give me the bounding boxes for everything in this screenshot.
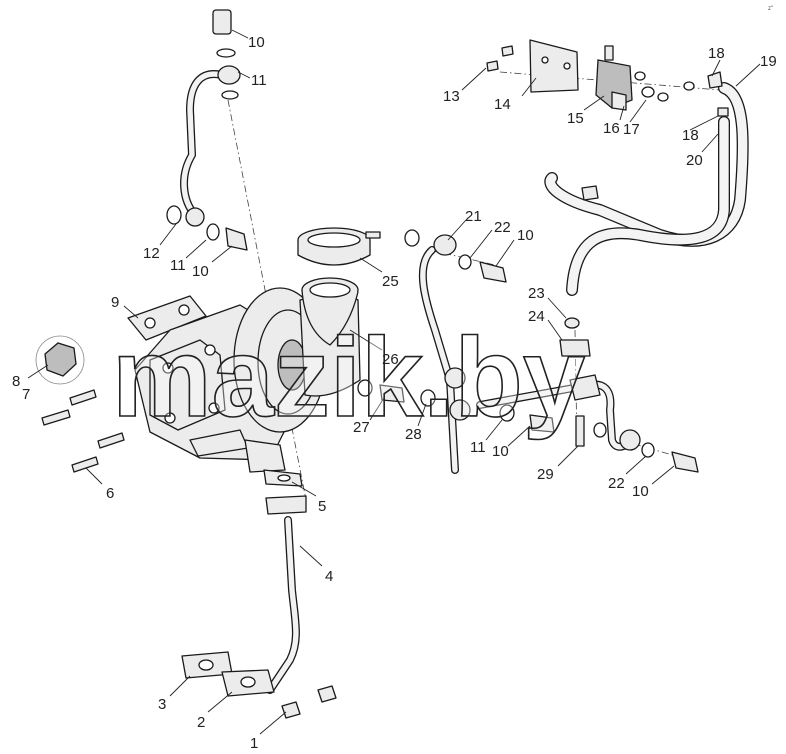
bolt-1b bbox=[317, 685, 337, 703]
callout-7: 7 bbox=[22, 386, 30, 403]
callout-11-left: 11 bbox=[170, 257, 186, 274]
callout-26: 26 bbox=[382, 351, 399, 368]
callout-11-top: 11 bbox=[251, 72, 267, 89]
flange-and-studs bbox=[35, 295, 207, 473]
callout-13: 13 bbox=[443, 88, 460, 105]
stud-pins bbox=[41, 389, 125, 473]
callout-19: 19 bbox=[760, 53, 777, 70]
bolt-1 bbox=[281, 701, 301, 719]
callout-25: 25 bbox=[382, 273, 399, 290]
callout-23: 23 bbox=[528, 285, 545, 302]
bolt-27 bbox=[379, 384, 405, 403]
wastegate-pipe bbox=[476, 317, 699, 473]
washer-22b bbox=[641, 442, 655, 458]
leader-lines bbox=[27, 29, 761, 735]
banjo-bolt-top bbox=[212, 9, 232, 35]
banjo-bolt-10c bbox=[479, 261, 507, 283]
callout-22-upper: 22 bbox=[494, 219, 511, 236]
callout-labels: 1 2 3 4 5 6 7 8 9 10 11 12 11 10 13 14 1… bbox=[12, 34, 777, 752]
callout-3: 3 bbox=[158, 696, 166, 713]
callout-18-lower: 18 bbox=[682, 127, 699, 144]
bolt-10d bbox=[529, 414, 555, 433]
boost-solenoid-assembly bbox=[486, 39, 695, 111]
banjo-fitting-top bbox=[217, 65, 241, 85]
banjo-fitting-lower bbox=[185, 207, 205, 227]
callout-10-top: 10 bbox=[248, 34, 265, 51]
hose-clip-18b bbox=[717, 107, 729, 117]
callout-21: 21 bbox=[465, 208, 482, 225]
callout-8: 8 bbox=[12, 373, 20, 390]
callout-29: 29 bbox=[537, 466, 554, 483]
flange-4 bbox=[265, 495, 307, 515]
callout-9: 9 bbox=[111, 294, 119, 311]
bracket-14 bbox=[529, 39, 579, 93]
nut-detail-circle bbox=[35, 335, 85, 385]
bolt-10e bbox=[671, 451, 699, 473]
callout-24: 24 bbox=[528, 308, 545, 325]
lower-oil-line bbox=[181, 469, 337, 719]
corner-mark: z" bbox=[768, 6, 773, 12]
sealing-washer-12 bbox=[166, 205, 182, 225]
callout-16: 16 bbox=[603, 120, 620, 137]
washer-27 bbox=[357, 379, 373, 397]
sealing-washer-11 bbox=[206, 223, 220, 241]
solenoid-nipple bbox=[604, 45, 614, 61]
washer-left-21 bbox=[404, 229, 420, 247]
callout-14: 14 bbox=[494, 96, 511, 113]
callout-10-upper: 10 bbox=[517, 227, 534, 244]
washer-22 bbox=[458, 254, 472, 270]
callout-2: 2 bbox=[197, 714, 205, 731]
clamp-screw bbox=[365, 231, 381, 239]
callout-10-left: 10 bbox=[192, 263, 209, 280]
washer-11c bbox=[499, 404, 515, 422]
callout-22-right: 22 bbox=[608, 475, 625, 492]
callout-18-top: 18 bbox=[708, 45, 725, 62]
callout-1: 1 bbox=[250, 735, 258, 752]
callout-5: 5 bbox=[318, 498, 326, 515]
sealing-washer-top-2 bbox=[221, 90, 239, 100]
callout-20: 20 bbox=[686, 152, 703, 169]
bolt-29 bbox=[575, 415, 585, 447]
callout-10-lower: 10 bbox=[492, 443, 509, 460]
upper-oil-line bbox=[166, 9, 248, 251]
oil-return-line bbox=[357, 229, 507, 474]
callout-4: 4 bbox=[325, 568, 333, 585]
fitting-24 bbox=[559, 339, 591, 357]
screw-13 bbox=[486, 60, 499, 72]
callout-12: 12 bbox=[143, 245, 160, 262]
nut-7 bbox=[44, 342, 77, 377]
compressor-inlet bbox=[297, 227, 381, 346]
callout-6: 6 bbox=[106, 485, 114, 502]
callout-15: 15 bbox=[567, 110, 584, 127]
callout-17: 17 bbox=[623, 121, 640, 138]
callout-10-right: 10 bbox=[632, 483, 649, 500]
callout-11-lower: 11 bbox=[470, 439, 486, 456]
connector-16 bbox=[611, 91, 627, 111]
banjo-21 bbox=[433, 234, 457, 256]
banjo-bolt-10 bbox=[225, 227, 248, 251]
washer-28 bbox=[420, 389, 436, 407]
watermark-text: mazik.by bbox=[112, 315, 585, 440]
cap-23 bbox=[564, 317, 580, 329]
hose-clip-18 bbox=[707, 71, 723, 89]
callout-28: 28 bbox=[405, 426, 422, 443]
callout-27: 27 bbox=[353, 419, 370, 436]
vacuum-hoses bbox=[544, 71, 749, 296]
sealing-washer-top bbox=[216, 48, 236, 58]
